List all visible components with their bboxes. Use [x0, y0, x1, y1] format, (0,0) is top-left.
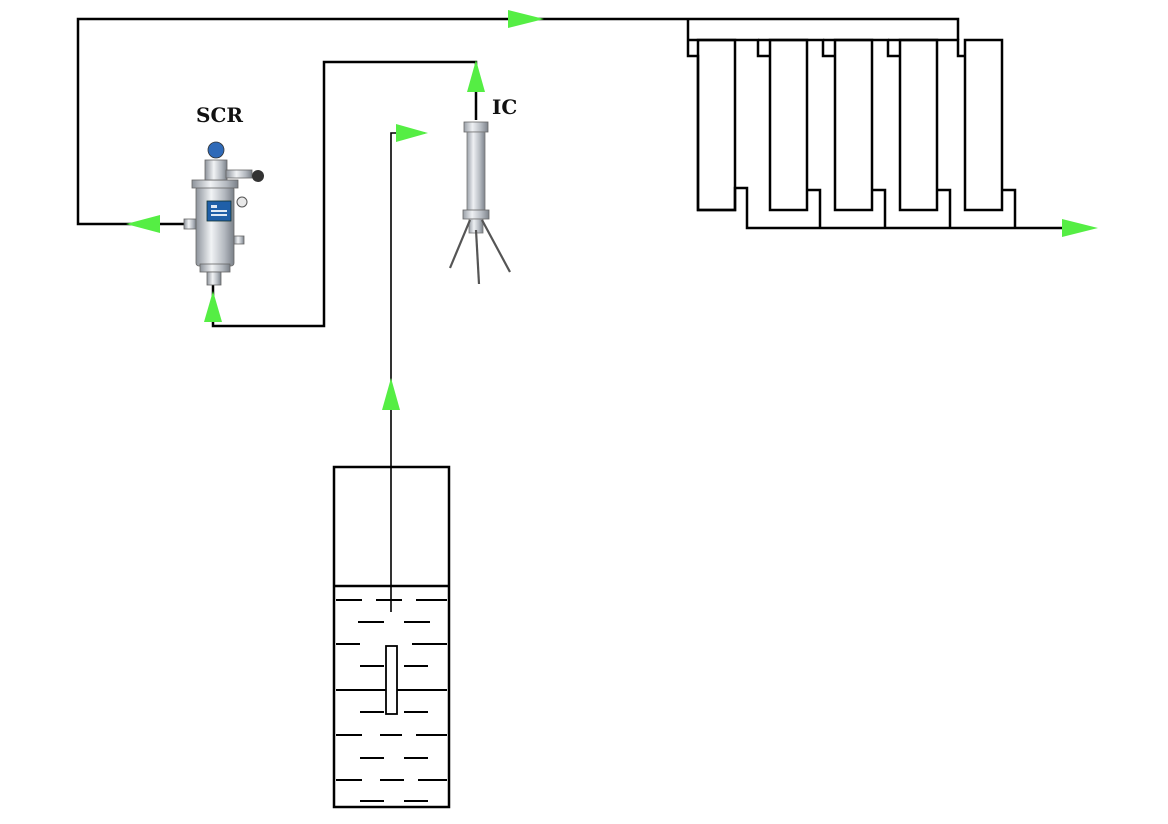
flow-arrow-tank-up-icon — [382, 378, 400, 410]
tank-inner-tube — [385, 645, 398, 715]
serpentine-bottom-link — [1002, 188, 1017, 228]
cartridge-filter-on-tripod-icon — [448, 121, 511, 285]
tank-liquid-hatching — [336, 599, 447, 802]
channel-3 — [833, 38, 874, 212]
ic-top-cap — [463, 121, 489, 133]
scr-side-arm — [225, 169, 253, 179]
liquid-tank-icon — [332, 465, 451, 809]
channel-1 — [696, 38, 737, 212]
serpentine-outer-path — [686, 40, 1064, 230]
ic-label: IC — [492, 95, 517, 119]
flow-arrow-scr-in-up-icon — [204, 291, 222, 322]
flow-arrow-top-right-icon — [508, 10, 544, 28]
scr-motor — [204, 159, 228, 181]
scr-panel-line — [211, 210, 227, 212]
ic-housing — [466, 131, 486, 213]
serpentine-bottom-link — [872, 188, 887, 228]
scr-top-flange — [191, 179, 239, 189]
scr-label: SCR — [196, 103, 243, 127]
ic-tripod — [448, 219, 511, 285]
flow-arrows — [126, 10, 1098, 410]
channel-5 — [963, 38, 1004, 212]
flow-arrow-into-ic-icon — [396, 124, 428, 142]
scr-body — [195, 185, 235, 267]
scr-panel-display — [211, 205, 217, 208]
ic-clamp — [462, 209, 490, 220]
channel-4 — [898, 38, 939, 212]
scr-drain — [206, 271, 222, 286]
scr-bottom-flange — [199, 263, 231, 273]
tank-to-ic-pipe — [390, 132, 425, 612]
top-return-pipe — [76, 17, 960, 226]
tank-body — [332, 465, 451, 809]
serpentine-bottom-link — [937, 188, 952, 228]
scr-side-nozzle — [233, 235, 245, 245]
flow-arrow-scr-out-left-icon — [126, 215, 160, 233]
flow-arrow-outlet-right-icon — [1062, 219, 1098, 237]
scr-gauge-icon — [207, 141, 225, 159]
flow-arrow-ic-up-icon — [467, 60, 485, 92]
serpentine-bottom-link — [807, 188, 822, 228]
scr-inlet-nozzle — [183, 218, 197, 230]
scr-valve-icon — [252, 170, 264, 182]
scr-panel-line — [211, 214, 227, 216]
self-cleaning-filter-icon — [183, 141, 264, 286]
channel-2 — [768, 38, 809, 212]
scr-to-ic-pipe — [211, 60, 478, 328]
scr-pressure-gauge-icon — [236, 196, 248, 208]
serpentine-channel-icon — [686, 38, 1064, 230]
serpentine-top-connectors — [688, 38, 770, 58]
